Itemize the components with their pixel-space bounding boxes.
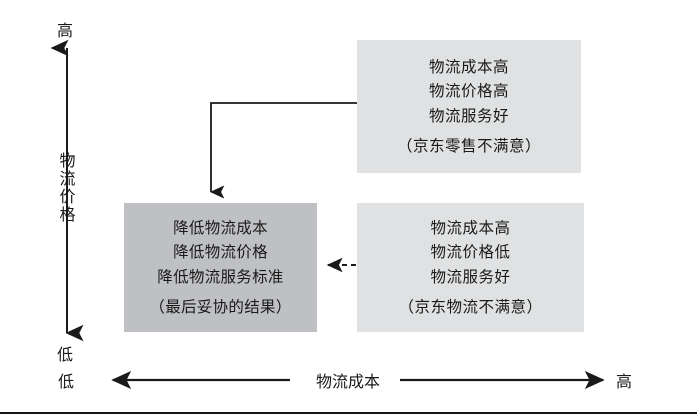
box-retail-dissatisfied[interactable]: 物流成本高 物流价格高 物流服务好 （京东零售不满意） — [357, 40, 581, 173]
box-line: 物流服务好 — [430, 267, 511, 286]
box-note: （京东物流不满意） — [398, 297, 543, 316]
box-line: 物流成本高 — [430, 218, 511, 237]
box-final-compromise[interactable]: 降低物流成本 降低物流价格 降低物流服务标准 （最后妥协的结果） — [124, 203, 317, 332]
box-logistics-dissatisfied[interactable]: 物流成本高 物流价格低 物流服务好 （京东物流不满意） — [357, 203, 584, 332]
box-note: （京东零售不满意） — [396, 136, 541, 155]
y-axis-high-label: 高 — [57, 21, 74, 40]
bottom-frame-rule — [0, 412, 697, 414]
connector-elbow-solid — [209, 102, 357, 199]
x-axis-title: 物流成本 — [316, 372, 381, 391]
box-line: 物流价格低 — [430, 243, 511, 262]
box-line: 物流价格高 — [428, 82, 509, 101]
y-axis-low-label: 低 — [57, 345, 74, 364]
box-note: （最后妥协的结果） — [149, 297, 292, 316]
box-line: 降低物流服务标准 — [157, 267, 284, 286]
x-axis-low-label: 低 — [58, 372, 75, 391]
box-line: 降低物流成本 — [173, 218, 268, 237]
box-line: 物流成本高 — [428, 57, 509, 76]
y-axis-title: 物流价格 — [59, 151, 76, 224]
box-line: 物流服务好 — [428, 106, 509, 125]
x-axis-high-label: 高 — [616, 372, 633, 391]
box-line: 降低物流价格 — [173, 243, 268, 262]
